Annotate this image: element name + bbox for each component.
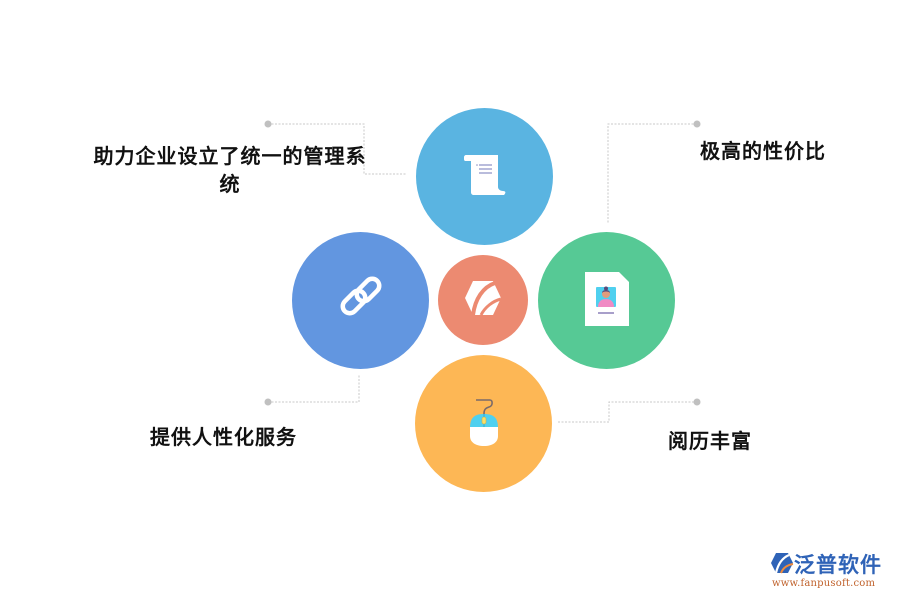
computer-mouse-icon [466, 396, 502, 452]
connector-dot-top-right [693, 120, 701, 128]
brand-name: 泛普软件 [794, 553, 882, 577]
node-left-circle [292, 232, 429, 369]
scroll-document-icon [462, 153, 508, 201]
brand-logo-icon [463, 279, 503, 321]
node-left-label: 提供人性化服务 [150, 425, 297, 449]
brand-watermark: 泛普软件 www.fanpusoft.com [770, 552, 895, 596]
node-bottom-circle [415, 355, 552, 492]
brand-watermark-icon [770, 552, 794, 578]
connector-dot-bottom-left [264, 398, 272, 406]
node-right-label: 极高的性价比 [700, 139, 826, 163]
node-top-label: 助力企业设立了统一的管理系 统 [70, 142, 390, 198]
node-top-circle [416, 108, 553, 245]
center-circle [438, 255, 528, 345]
brand-url: www.fanpusoft.com [772, 578, 876, 589]
node-right-circle [538, 232, 675, 369]
chain-link-icon [337, 275, 385, 327]
node-bottom-label: 阅历丰富 [668, 429, 752, 453]
connector-dot-top-left [264, 120, 272, 128]
node-top-label-line2: 统 [219, 172, 241, 196]
node-top-label-line1: 助力企业设立了统一的管理系 [93, 144, 367, 168]
id-card-profile-icon [584, 271, 629, 330]
connector-dot-bottom-right [693, 398, 701, 406]
